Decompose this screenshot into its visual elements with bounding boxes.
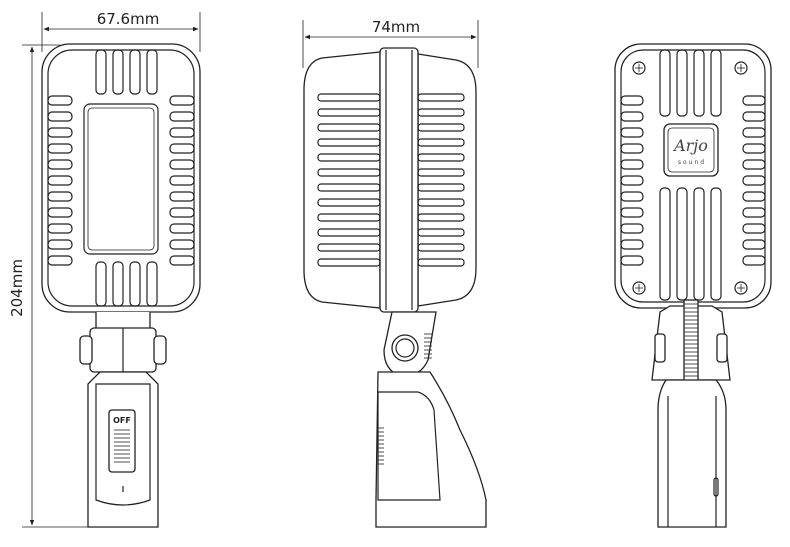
front-switch bbox=[108, 409, 136, 473]
side-grille-right bbox=[417, 53, 477, 307]
back-logo-badge bbox=[663, 123, 719, 177]
switch-off-label: OFF bbox=[113, 416, 131, 425]
back-grip-knob bbox=[683, 299, 699, 393]
logo-subtext: sound bbox=[678, 159, 706, 166]
side-handle bbox=[375, 371, 487, 528]
side-depth-label: 74mm bbox=[372, 18, 420, 36]
side-view: 74mm bbox=[302, 18, 487, 528]
side-grille-left bbox=[303, 51, 381, 309]
front-center-panel bbox=[83, 103, 159, 255]
front-knob-left bbox=[79, 335, 93, 365]
front-neck bbox=[95, 312, 151, 331]
back-knob-right bbox=[716, 333, 728, 363]
front-width-label: 67.6mm bbox=[97, 10, 160, 28]
front-head-outline bbox=[41, 43, 201, 313]
front-knob-right bbox=[153, 335, 167, 365]
front-view: 67.6mm 204mm bbox=[8, 10, 201, 528]
back-view: Arjo sound bbox=[614, 43, 772, 528]
back-handle bbox=[657, 379, 727, 528]
back-knob-left bbox=[654, 333, 666, 363]
back-screws bbox=[632, 61, 748, 295]
logo-script: Arjo bbox=[672, 136, 708, 155]
height-label: 204mm bbox=[8, 259, 26, 317]
